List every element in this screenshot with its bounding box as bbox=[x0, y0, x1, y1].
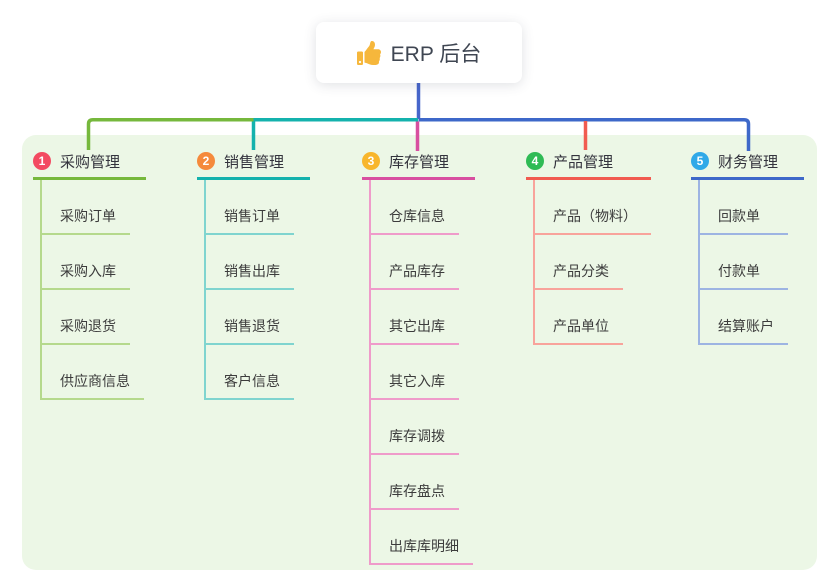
branch-number-badge: 4 bbox=[526, 152, 544, 170]
branch-item-label: 客户信息 bbox=[224, 373, 280, 389]
branch-number-badge: 3 bbox=[362, 152, 380, 170]
branch-items: 产品（物料） 产品分类 产品单位 bbox=[533, 180, 651, 345]
branch-item-node[interactable]: 销售订单 bbox=[206, 180, 294, 235]
branch-item-label: 销售出库 bbox=[224, 263, 280, 279]
branch-label: 销售管理 bbox=[224, 153, 285, 171]
branch-item-node[interactable]: 采购退货 bbox=[42, 290, 130, 345]
branch-item-label: 库存调拨 bbox=[389, 428, 445, 444]
branch-item-node[interactable]: 销售出库 bbox=[206, 235, 294, 290]
branch-item-node[interactable]: 付款单 bbox=[700, 235, 788, 290]
branch-node[interactable]: 1 采购管理 bbox=[33, 148, 146, 180]
branch-item-node[interactable]: 采购订单 bbox=[42, 180, 130, 235]
branch-items: 仓库信息 产品库存 其它出库 其它入库 库存调拨 库存盘点 出库库明细 bbox=[369, 180, 473, 565]
branch-items: 采购订单 采购入库 采购退货 供应商信息 bbox=[40, 180, 144, 400]
branch-item-node[interactable]: 出库库明细 bbox=[371, 510, 473, 565]
branch-label: 产品管理 bbox=[553, 153, 614, 171]
branch-node[interactable]: 3 库存管理 bbox=[362, 148, 475, 180]
branch-item-node[interactable]: 回款单 bbox=[700, 180, 788, 235]
branch-item-node[interactable]: 销售退货 bbox=[206, 290, 294, 345]
branch-item-label: 采购退货 bbox=[60, 318, 116, 334]
branch-item-label: 采购订单 bbox=[60, 208, 116, 224]
branch-库存管理: 3 库存管理 仓库信息 产品库存 其它出库 其它入库 库存调拨 库存盘点 出库库… bbox=[362, 148, 475, 565]
branch-采购管理: 1 采购管理 采购订单 采购入库 采购退货 供应商信息 bbox=[33, 148, 146, 400]
branch-item-label: 产品单位 bbox=[553, 318, 609, 334]
branch-number-badge: 2 bbox=[197, 152, 215, 170]
branch-items: 回款单 付款单 结算账户 bbox=[698, 180, 788, 345]
thumbs-up-icon bbox=[356, 40, 381, 65]
branch-label: 财务管理 bbox=[718, 153, 779, 171]
branch-number-badge: 1 bbox=[33, 152, 51, 170]
branch-item-node[interactable]: 其它入库 bbox=[371, 345, 459, 400]
root-node[interactable]: ERP 后台 bbox=[316, 22, 522, 83]
branch-label: 采购管理 bbox=[60, 153, 121, 171]
branch-number-badge: 5 bbox=[691, 152, 709, 170]
branches-panel bbox=[22, 135, 817, 570]
branch-item-node[interactable]: 产品（物料） bbox=[535, 180, 651, 235]
branch-items: 销售订单 销售出库 销售退货 客户信息 bbox=[204, 180, 294, 400]
branch-item-label: 采购入库 bbox=[60, 263, 116, 279]
branch-item-label: 出库库明细 bbox=[389, 538, 459, 554]
branch-销售管理: 2 销售管理 销售订单 销售出库 销售退货 客户信息 bbox=[197, 148, 310, 400]
branch-node[interactable]: 2 销售管理 bbox=[197, 148, 310, 180]
branch-item-node[interactable]: 结算账户 bbox=[700, 290, 788, 345]
branch-item-label: 仓库信息 bbox=[389, 208, 445, 224]
root-title: ERP 后台 bbox=[390, 42, 482, 66]
branch-item-label: 供应商信息 bbox=[60, 373, 130, 389]
branch-node[interactable]: 5 财务管理 bbox=[691, 148, 804, 180]
branch-产品管理: 4 产品管理 产品（物料） 产品分类 产品单位 bbox=[526, 148, 651, 345]
branch-item-label: 其它入库 bbox=[389, 373, 445, 389]
branch-item-label: 销售订单 bbox=[224, 208, 280, 224]
branch-item-node[interactable]: 供应商信息 bbox=[42, 345, 144, 400]
branch-item-node[interactable]: 其它出库 bbox=[371, 290, 459, 345]
branch-财务管理: 5 财务管理 回款单 付款单 结算账户 bbox=[691, 148, 804, 345]
branch-item-label: 销售退货 bbox=[224, 318, 280, 334]
branch-item-node[interactable]: 仓库信息 bbox=[371, 180, 459, 235]
branch-item-label: 产品库存 bbox=[389, 263, 445, 279]
branch-item-label: 回款单 bbox=[718, 208, 760, 224]
branch-item-node[interactable]: 采购入库 bbox=[42, 235, 130, 290]
branch-item-label: 其它出库 bbox=[389, 318, 445, 334]
branch-item-label: 付款单 bbox=[718, 263, 760, 279]
branch-item-node[interactable]: 库存调拨 bbox=[371, 400, 459, 455]
branch-item-label: 产品（物料） bbox=[553, 208, 637, 224]
branch-item-node[interactable]: 产品单位 bbox=[535, 290, 623, 345]
branch-item-node[interactable]: 产品库存 bbox=[371, 235, 459, 290]
branch-item-label: 产品分类 bbox=[553, 263, 609, 279]
branch-item-node[interactable]: 客户信息 bbox=[206, 345, 294, 400]
branch-label: 库存管理 bbox=[389, 153, 450, 171]
branch-item-node[interactable]: 库存盘点 bbox=[371, 455, 459, 510]
branch-item-label: 库存盘点 bbox=[389, 483, 445, 499]
branch-item-node[interactable]: 产品分类 bbox=[535, 235, 623, 290]
branch-item-label: 结算账户 bbox=[718, 318, 774, 334]
branch-node[interactable]: 4 产品管理 bbox=[526, 148, 651, 180]
